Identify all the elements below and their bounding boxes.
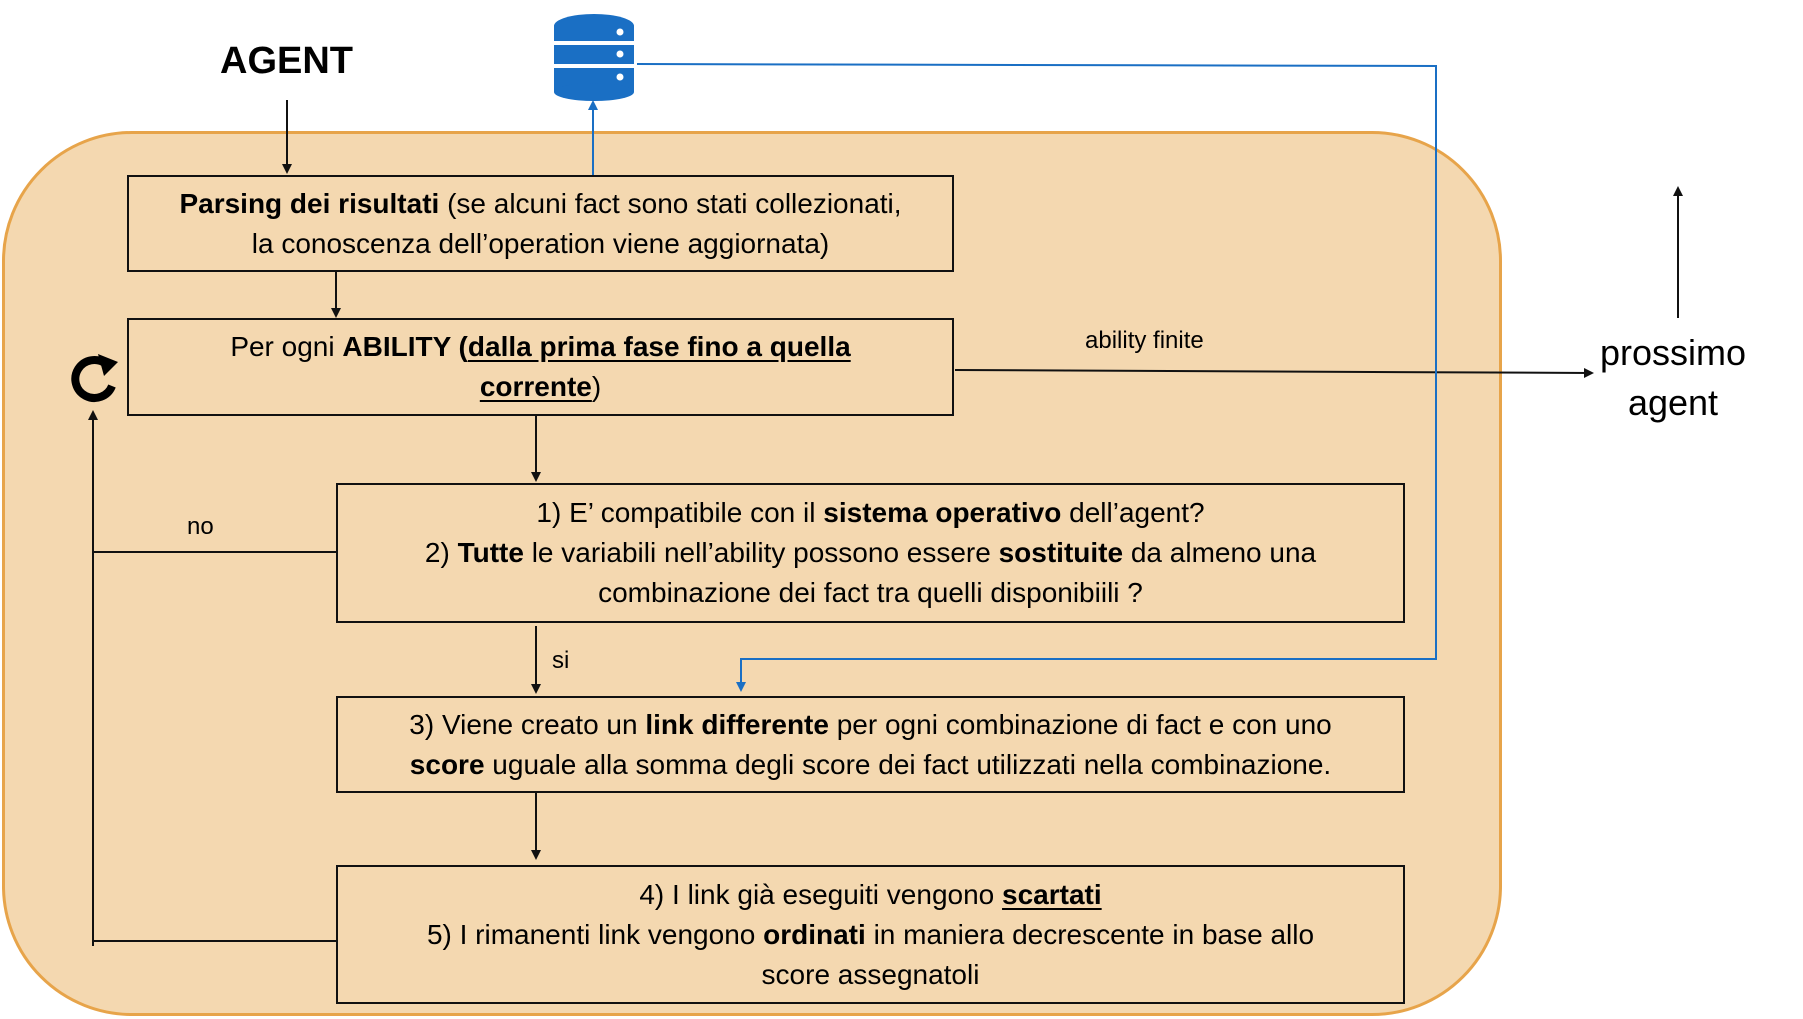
ability-line-2: corrente) — [480, 367, 601, 407]
sort-l1-pre: 4) I link già eseguiti vengono — [639, 878, 1003, 910]
parsing-line-1: Parsing dei risultati (se alcuni fact so… — [179, 184, 901, 224]
link-line-2: score uguale alla somma degli score dei … — [410, 745, 1331, 785]
check-line-2: 2) Tutte le variabili nell’ability posso… — [425, 533, 1316, 573]
refresh-icon — [71, 354, 118, 402]
check-l1-post: dell’agent? — [1061, 497, 1205, 528]
sort-l2-pre: 5) I rimanenti link vengono — [426, 918, 764, 950]
ability-keyword: ABILITY — [342, 331, 451, 362]
check-l2-pre: 2) — [424, 537, 458, 568]
sort-scartati: scartati — [1002, 878, 1102, 910]
agent-title: AGENT — [220, 40, 353, 82]
link-score: score — [409, 748, 485, 780]
parsing-line-2: la conoscenza dell’operation viene aggio… — [251, 227, 830, 259]
sort-line-3: score assegnatoli — [761, 958, 980, 990]
parsing-line-1-rest: (se alcuni fact sono stati collezionati, — [439, 187, 902, 219]
link-l1-pre: 3) Viene creato un — [409, 708, 646, 740]
database-icon — [554, 14, 634, 101]
check-os: sistema operativo — [823, 497, 1062, 528]
sort-line-2: 5) I rimanenti link vengono ordinati in … — [427, 915, 1314, 955]
next-agent-label: prossimo agent — [1600, 328, 1746, 428]
sort-l2-post: in maniera decrescente in base allo — [865, 918, 1315, 950]
ability-loop-box: Per ogni ABILITY (dalla prima fase fino … — [127, 318, 954, 416]
arrow-ability-finite — [954, 367, 1594, 378]
line-database-feedback — [636, 63, 1437, 692]
check-line-1: 1) E’ compatibile con il sistema operati… — [536, 493, 1204, 533]
compatibility-check-box: 1) E’ compatibile con il sistema operati… — [336, 483, 1405, 623]
ability-line-1-pre: Per ogni — [230, 331, 343, 362]
link-creation-box: 3) Viene creato un link differente per o… — [336, 696, 1405, 793]
label-si: si — [552, 647, 570, 674]
parsing-title: Parsing dei risultati — [179, 187, 440, 219]
label-no: no — [187, 513, 214, 540]
sort-line-1: 4) I link già eseguiti vengono scartati — [639, 875, 1101, 915]
check-line-3: combinazione dei fact tra quelli disponi… — [598, 577, 1143, 608]
ability-range-2: corrente — [479, 371, 592, 402]
sort-links-box: 4) I link già eseguiti vengono scartati … — [336, 865, 1405, 1004]
next-agent-line-2: agent — [1627, 382, 1719, 423]
check-sostituite: sostituite — [998, 537, 1124, 568]
link-l1-post: per ogni combinazione di fact e con uno — [828, 708, 1332, 740]
ability-range-1: dalla prima fase fino a quella — [467, 331, 851, 362]
check-tutte: Tutte — [457, 537, 524, 568]
sort-ordinati: ordinati — [763, 918, 866, 950]
check-l1-pre: 1) E’ compatibile con il — [536, 497, 824, 528]
link-differente: link differente — [645, 708, 829, 740]
label-ability-finite: ability finite — [1085, 327, 1204, 354]
ability-line-1: Per ogni ABILITY (dalla prima fase fino … — [230, 327, 850, 367]
next-agent-line-1: prossimo — [1600, 332, 1747, 373]
ability-paren: ( — [450, 331, 468, 362]
ability-close-paren: ) — [591, 371, 602, 402]
parsing-box: Parsing dei risultati (se alcuni fact so… — [127, 175, 954, 272]
link-l2-post: uguale alla somma degli score dei fact u… — [484, 748, 1332, 780]
link-line-1: 3) Viene creato un link differente per o… — [409, 705, 1331, 745]
check-l2-mid: le variabili nell’ability possono essere — [523, 537, 999, 568]
check-l2-post: da almeno una — [1123, 537, 1317, 568]
